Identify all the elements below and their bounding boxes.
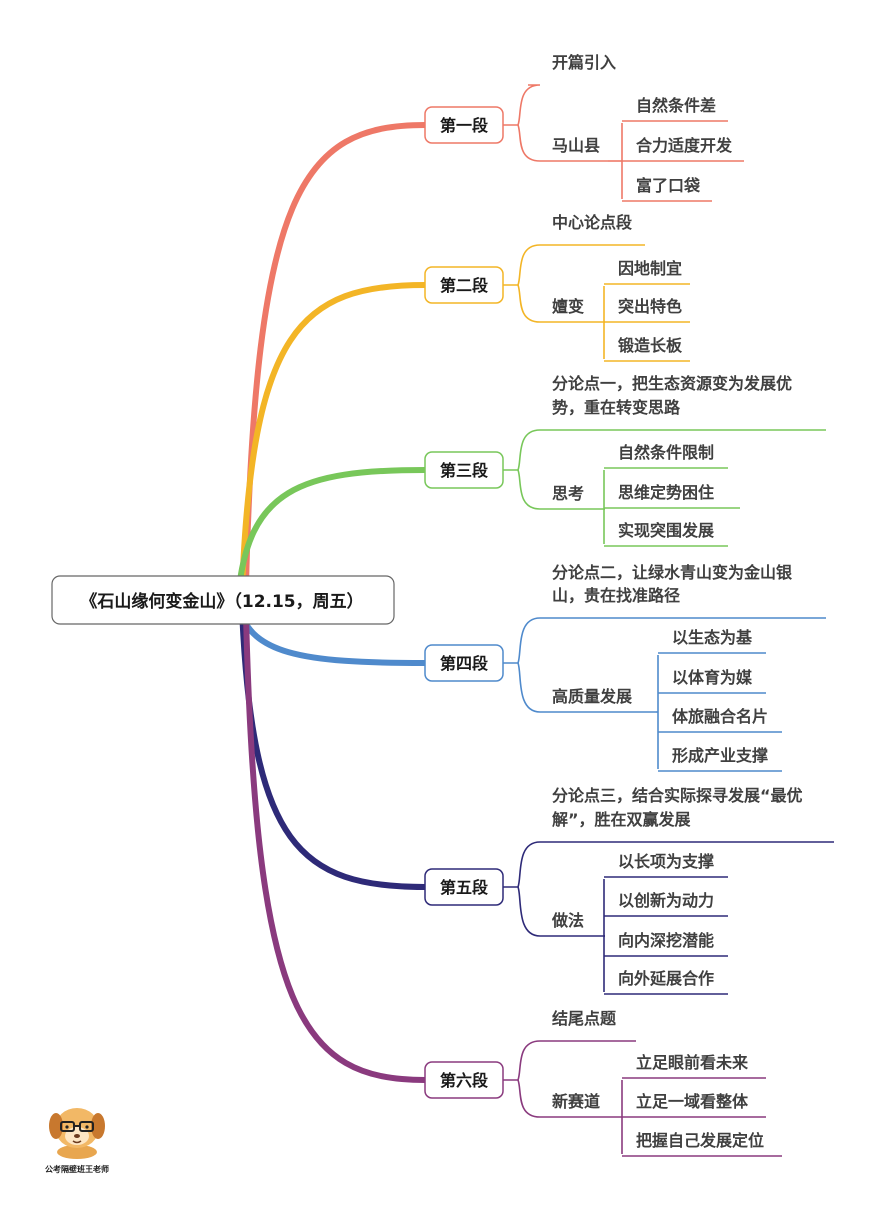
group-label: 做法	[551, 911, 584, 930]
watermark: 公考隔壁班王老师	[32, 1100, 122, 1175]
group-connector	[517, 886, 605, 937]
intro-text: 开篇引入	[552, 53, 616, 72]
group-label: 嬗变	[552, 297, 584, 316]
item-text: 立足眼前看未来	[636, 1053, 749, 1072]
section-label: 第六段	[440, 1071, 489, 1090]
branch-1	[243, 122, 428, 588]
item-text: 以体育为媒	[672, 668, 753, 687]
branch-2	[239, 282, 428, 594]
section-label: 第四段	[440, 654, 489, 673]
root-title: 《石山缘何变金山》（12.15，周五）	[80, 591, 363, 612]
item-text: 自然条件限制	[618, 443, 714, 462]
dog-mascot-icon	[49, 1108, 105, 1159]
item-text: 自然条件差	[636, 96, 716, 115]
root-node: 《石山缘何变金山》（12.15，周五）	[51, 575, 395, 625]
item-text: 以生态为基	[672, 628, 753, 647]
intro-text: 解”，胜在双赢发展	[552, 810, 692, 829]
group-connector	[517, 1079, 622, 1118]
intro-connector	[503, 84, 541, 126]
group-label: 马山县	[552, 136, 600, 155]
group-connector	[517, 469, 605, 510]
item-text: 体旅融合名片	[672, 707, 768, 726]
main-branches	[235, 122, 428, 1083]
item-text: 形成产业支撑	[672, 746, 768, 765]
section-label: 第二段	[440, 276, 489, 295]
branch-3	[235, 467, 428, 600]
section-label: 第三段	[440, 461, 489, 480]
intro-connector	[503, 1040, 636, 1081]
section-label: 第一段	[440, 116, 489, 135]
item-text: 以创新为动力	[618, 891, 714, 910]
item-text: 突出特色	[618, 297, 682, 316]
intro-text: 分论点一，把生态资源变为发展优	[552, 374, 792, 393]
intro-text: 势，重在转变思路	[552, 398, 681, 417]
group-connector	[517, 124, 608, 162]
intro-text: 分论点三，结合实际探寻发展“最优	[552, 786, 803, 805]
item-text: 因地制宜	[618, 259, 682, 278]
item-text: 合力适度开发	[636, 136, 733, 155]
item-text: 以长项为支撑	[618, 852, 714, 871]
branch-6	[243, 612, 428, 1083]
intro-text: 山，贵在找准路径	[552, 586, 680, 605]
intro-connector	[503, 617, 826, 664]
intro-connector	[503, 841, 834, 888]
group-connector	[517, 662, 656, 713]
root-box	[51, 575, 395, 625]
item-text: 立足一域看整体	[636, 1092, 749, 1111]
intro-text: 结尾点题	[551, 1009, 617, 1028]
item-text: 向内深挖潜能	[618, 931, 714, 950]
item-text: 把握自己发展定位	[636, 1131, 764, 1150]
intro-connector	[503, 429, 826, 471]
item-text: 富了口袋	[636, 176, 701, 195]
item-text: 锻造长板	[618, 336, 683, 355]
intro-connector	[503, 244, 645, 286]
group-label: 新赛道	[552, 1092, 600, 1111]
group-connector	[517, 284, 605, 323]
intro-text: 中心论点段	[552, 213, 633, 232]
item-text: 向外延展合作	[618, 969, 714, 988]
group-label: 思考	[552, 484, 584, 503]
branch-5	[239, 606, 428, 890]
item-text: 实现突围发展	[618, 521, 715, 540]
section-label: 第五段	[440, 878, 489, 897]
group-label: 高质量发展	[552, 687, 633, 706]
item-text: 思维定势困住	[618, 483, 714, 502]
intro-text: 分论点二，让绿水青山变为金山银	[552, 563, 793, 582]
watermark-caption: 公考隔壁班王老师	[45, 1165, 109, 1174]
